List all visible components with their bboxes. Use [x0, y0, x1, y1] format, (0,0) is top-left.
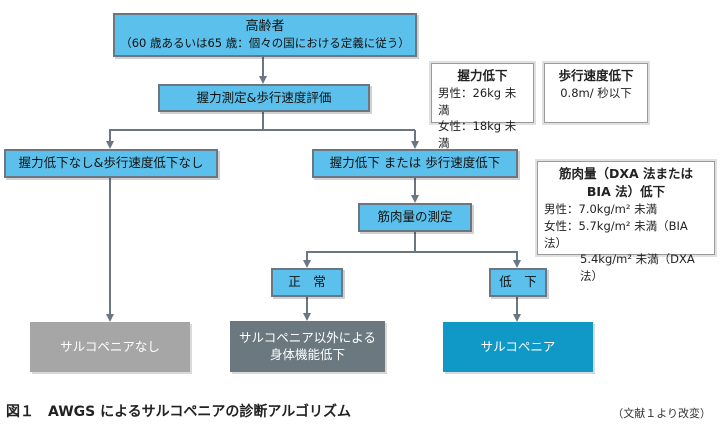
node-normal: 正 常	[271, 268, 343, 297]
info-muscle-male: 男性：7.0kg/m² 未満	[544, 202, 658, 217]
figure-caption: 図１ AWGS によるサルコペニアの診断アルゴリズム	[6, 401, 351, 421]
info-muscle-female-bia: 女性：5.7kg/m² 未満（BIA 法）	[544, 218, 688, 250]
branch-assess	[106, 112, 264, 149]
info-grip-title: 握力低下	[457, 68, 508, 83]
info-gait-title: 歩行速度低下	[558, 68, 634, 83]
info-grip-male: 男性：26kg 未満	[438, 86, 517, 117]
info-gait-value: 0.8m/ 秒以下	[560, 86, 632, 101]
node-no-decline: 握力低下なし&歩行速度低下なし	[4, 149, 218, 178]
node-low-muscle: 低 下	[489, 268, 547, 297]
outcome-other-line1: サルコペニア以外による	[239, 329, 376, 345]
outcome-other-line2: 身体機能低下	[269, 346, 345, 362]
node-muscle-measure: 筋肉量の測定	[358, 203, 472, 232]
info-gait-speed: 歩行速度低下 0.8m/ 秒以下	[544, 63, 648, 123]
info-muscle-title-1: 筋肉量（DXA 法または	[558, 166, 694, 181]
info-muscle-female-dxa: 5.4kg/m² 未満（DXA 法）	[580, 252, 695, 283]
info-muscle-mass: 筋肉量（DXA 法または BIA 法）低下 男性：7.0kg/m² 未満 女性：…	[537, 161, 715, 283]
node-elderly: 高齢者 （60 歳あるいは65 歳：個々の国における定義に従う）	[113, 13, 417, 57]
branch-muscle-right	[415, 251, 521, 268]
branch-muscle	[303, 232, 416, 268]
node-elderly-subtitle: （60 歳あるいは65 歳：個々の国における定義に従う）	[120, 36, 410, 51]
outcome-other-decline: サルコペニア以外による 身体機能低下	[230, 321, 385, 372]
node-decline: 握力低下 または 歩行速度低下	[312, 149, 518, 178]
outcome-sarcopenia: サルコペニア	[443, 322, 593, 372]
info-muscle-title-2: BIA 法）低下	[586, 184, 666, 200]
node-elderly-title: 高齢者	[245, 19, 285, 35]
figure-title: AWGS によるサルコペニアの診断アルゴリズム	[48, 404, 351, 420]
node-assessment: 握力測定&歩行速度評価	[158, 84, 370, 112]
info-grip-strength: 握力低下 男性：26kg 未満 女性：18kg 未満	[431, 63, 534, 150]
figure-number: 図１	[6, 404, 34, 420]
info-grip-female: 女性：18kg 未満	[438, 119, 517, 151]
figure-source: （文献１より改変）	[612, 407, 711, 420]
outcome-no-sarcopenia: サルコペニアなし	[30, 322, 190, 372]
